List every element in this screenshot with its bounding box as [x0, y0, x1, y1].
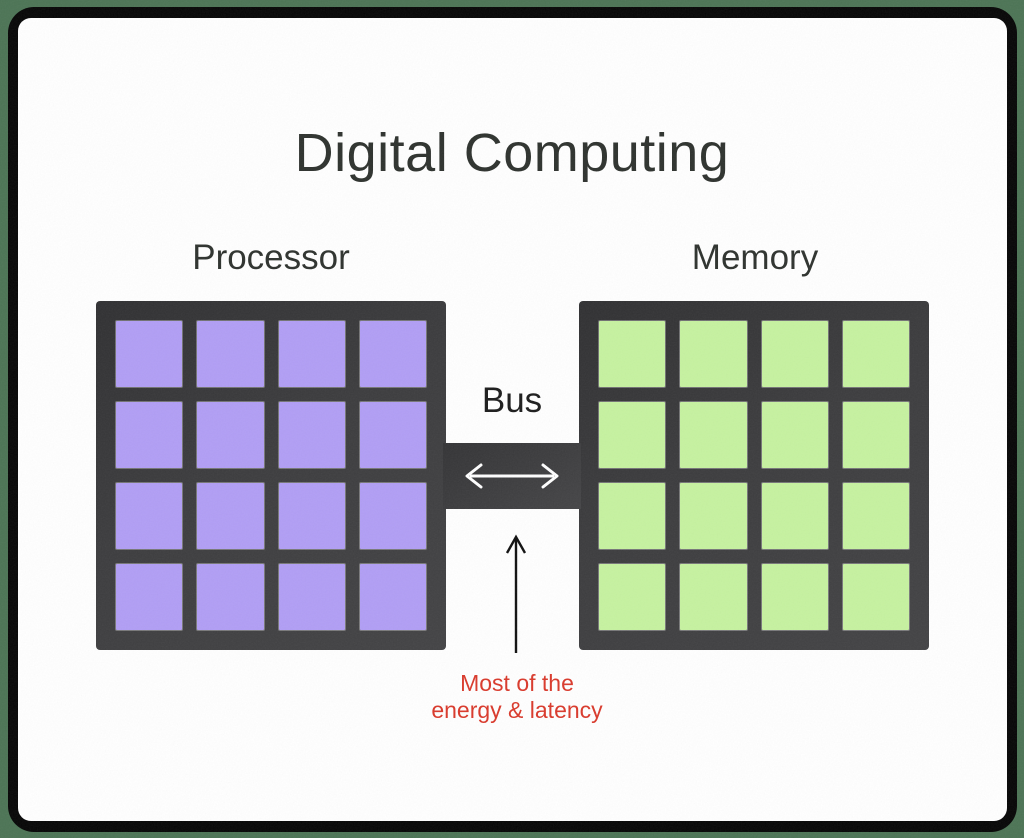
processor-cell: [359, 564, 426, 630]
bidirectional-arrow-icon: [465, 463, 559, 489]
memory-cell: [842, 483, 909, 549]
processor-cell: [116, 483, 183, 549]
processor-cell: [359, 402, 426, 468]
memory-cell: [761, 564, 828, 630]
processor-cell: [278, 483, 345, 549]
memory-cell: [680, 483, 747, 549]
annotation-line-2: energy & latency: [431, 697, 603, 723]
annotation-line-1: Most of the: [460, 670, 574, 696]
diagram-title: Digital Computing: [294, 123, 730, 183]
processor-cell: [116, 321, 183, 387]
processor-cell: [359, 483, 426, 549]
processor-cell: [278, 321, 345, 387]
processor-chip: [96, 301, 446, 650]
memory-chip: [579, 301, 929, 650]
memory-cell: [842, 402, 909, 468]
bus-bar: [443, 443, 581, 509]
memory-cell: [842, 321, 909, 387]
memory-cell: [680, 402, 747, 468]
bus-annotation: Most of the energy & latency: [387, 670, 647, 724]
processor-cell: [116, 402, 183, 468]
memory-cell: [599, 321, 666, 387]
memory-cell: [761, 321, 828, 387]
up-arrow-icon: [505, 534, 527, 653]
memory-cell: [680, 321, 747, 387]
memory-cell: [761, 483, 828, 549]
processor-cell: [197, 321, 264, 387]
memory-cell: [599, 402, 666, 468]
memory-cell: [680, 564, 747, 630]
memory-cell: [761, 402, 828, 468]
processor-cell: [359, 321, 426, 387]
processor-cell: [116, 564, 183, 630]
memory-label: Memory: [691, 238, 819, 277]
processor-cell: [278, 402, 345, 468]
memory-cell: [599, 483, 666, 549]
processor-cell: [197, 402, 264, 468]
processor-cell: [197, 564, 264, 630]
bus-label: Bus: [481, 381, 543, 420]
processor-cell: [278, 564, 345, 630]
memory-cell: [842, 564, 909, 630]
processor-cell: [197, 483, 264, 549]
memory-cell: [599, 564, 666, 630]
processor-label: Processor: [192, 238, 350, 277]
